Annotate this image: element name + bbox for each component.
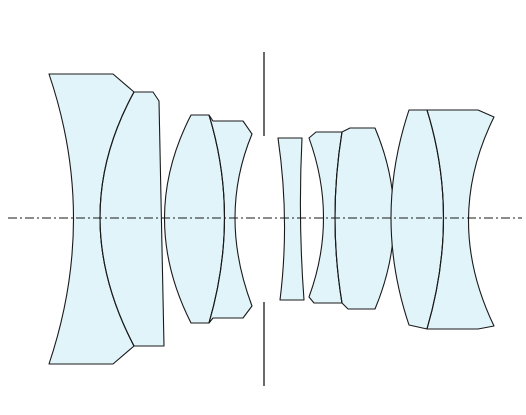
lens-group-4 — [308, 127, 395, 310]
cement-interface-4 — [426, 109, 445, 330]
lens-element-5 — [277, 137, 305, 301]
lens-group-2 — [164, 114, 253, 324]
lens-group-5 — [390, 109, 495, 330]
lens-group-3 — [277, 137, 305, 301]
lens-element-3 — [164, 114, 225, 324]
lens-group-1 — [48, 73, 165, 365]
